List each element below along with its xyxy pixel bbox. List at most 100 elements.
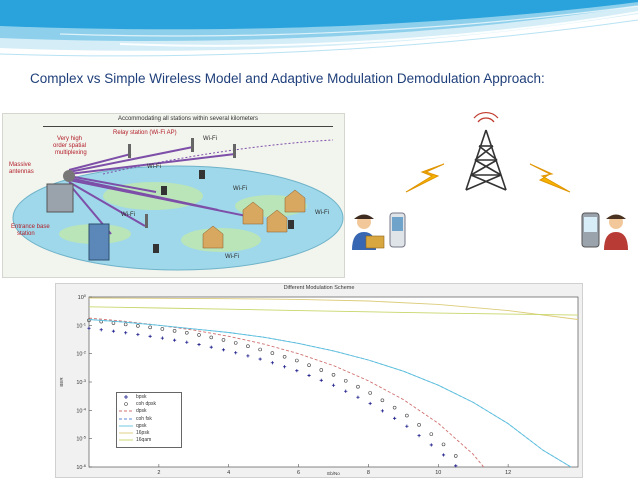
marker-bpsk <box>221 348 226 352</box>
relay-label: Relay station (Wi-Fi AP) <box>113 130 177 136</box>
marker-bpsk <box>209 345 213 349</box>
marker-coh dpsk <box>392 405 397 410</box>
marker-coh dpsk <box>197 333 201 337</box>
marker-bpsk <box>87 326 91 330</box>
legend-entry-bpsk: bpsk <box>119 394 179 400</box>
y-tick-label: 10-2 <box>76 350 86 358</box>
x-tick-label: 2 <box>157 470 160 476</box>
marker-bpsk <box>380 409 384 413</box>
marker-bpsk <box>124 331 128 335</box>
marker-coh dpsk <box>87 318 91 323</box>
marker-bpsk <box>197 342 201 347</box>
base-label-1: Entrance base <box>11 224 50 230</box>
marker-bpsk <box>405 424 409 428</box>
marker-coh dpsk <box>209 335 214 340</box>
marker-bpsk <box>417 433 421 438</box>
phone-right-icon <box>581 212 600 248</box>
y-tick-label: 100 <box>78 293 87 301</box>
wifi-label: Wi-Fi <box>147 164 161 170</box>
marker-bpsk <box>172 338 177 342</box>
marker-bpsk <box>111 329 116 333</box>
marker-coh dpsk <box>172 329 177 333</box>
person-left-icon <box>352 214 385 250</box>
marker-bpsk <box>160 336 164 340</box>
marker-bpsk <box>185 340 189 344</box>
marker-coh dpsk <box>258 347 262 352</box>
marker-bpsk <box>246 354 250 358</box>
x-tick-label: 8 <box>367 470 370 476</box>
marker-coh dpsk <box>295 358 299 363</box>
marker-coh dpsk <box>233 341 238 345</box>
y-tick-label: 10-5 <box>76 435 86 443</box>
x-tick-label: 4 <box>227 470 230 476</box>
marker-coh dpsk <box>246 344 250 348</box>
y-tick-label: 10-1 <box>76 321 86 329</box>
lightning-left-icon <box>405 163 445 193</box>
marker-bpsk <box>344 389 348 393</box>
x-axis-label: Eb/No <box>327 471 340 476</box>
marker-coh dpsk <box>185 330 189 335</box>
line-16psk <box>88 297 579 320</box>
marker-coh dpsk <box>356 384 360 389</box>
x-tick-label: 10 <box>435 470 441 476</box>
network-illustration <box>12 138 344 271</box>
marker-coh dpsk <box>319 368 324 372</box>
x-tick-label: 12 <box>505 470 511 476</box>
legend-entry-qpsk: qpsk <box>119 423 179 429</box>
massive-label-1: Massive <box>9 162 32 168</box>
marker-coh dpsk <box>343 378 348 383</box>
marker-coh dpsk <box>307 363 311 367</box>
legend-label: 16psk <box>136 430 150 436</box>
wifi-label: Wi-Fi <box>315 210 329 216</box>
marker-coh dpsk <box>380 398 385 403</box>
marker-bpsk <box>331 383 336 387</box>
x-tick-label: 6 <box>297 470 300 476</box>
marker-coh dpsk <box>282 354 287 359</box>
marker-coh dpsk <box>136 324 140 328</box>
base-label-2: station <box>17 231 35 237</box>
marker-coh dpsk <box>123 322 128 327</box>
marker-coh dpsk <box>441 442 446 447</box>
cell-tower-icon <box>465 112 507 191</box>
person-right-icon <box>604 214 628 250</box>
header-swoosh <box>0 0 638 57</box>
lightning-right-icon <box>529 163 571 193</box>
marker-coh dpsk <box>368 391 372 395</box>
y-tick-label: 10-6 <box>76 463 86 471</box>
spatial-label-1: Very high <box>57 136 83 142</box>
marker-bpsk <box>454 464 458 468</box>
marker-bpsk <box>234 351 238 355</box>
phone-left-icon <box>389 212 406 248</box>
y-axis-label: BER <box>59 377 64 387</box>
legend-label: coh fsk <box>136 415 152 422</box>
legend-label: coh dpsk <box>136 401 157 408</box>
marker-coh dpsk <box>148 325 152 330</box>
marker-coh dpsk <box>160 327 165 331</box>
y-tick-label: 10-3 <box>76 378 86 386</box>
wifi-label: Wi-Fi <box>121 212 135 218</box>
marker-coh dpsk <box>405 413 409 418</box>
legend-label: 16qam <box>136 437 152 444</box>
massive-label-2: antennas <box>9 169 34 175</box>
marker-bpsk <box>319 378 323 382</box>
marker-bpsk <box>148 334 152 338</box>
marker-bpsk <box>393 416 397 420</box>
marker-coh dpsk <box>453 454 458 458</box>
legend-entry-coh fsk: coh fsk <box>119 416 179 422</box>
marker-coh dpsk <box>331 372 336 377</box>
marker-coh dpsk <box>429 432 434 436</box>
marker-bpsk <box>429 443 433 447</box>
legend-label: dpsk <box>136 408 147 415</box>
marker-coh dpsk <box>221 338 226 342</box>
marker-coh dpsk <box>417 423 421 427</box>
line-16qam <box>88 306 579 316</box>
spatial-label-2: order spatial <box>53 143 87 149</box>
marker-bpsk <box>258 357 262 361</box>
marker-bpsk <box>136 332 140 337</box>
wifi-label: Wi-Fi <box>233 186 247 192</box>
legend-entry-coh dpsk: coh dpsk <box>119 401 179 407</box>
y-tick-label: 10-4 <box>76 406 86 414</box>
